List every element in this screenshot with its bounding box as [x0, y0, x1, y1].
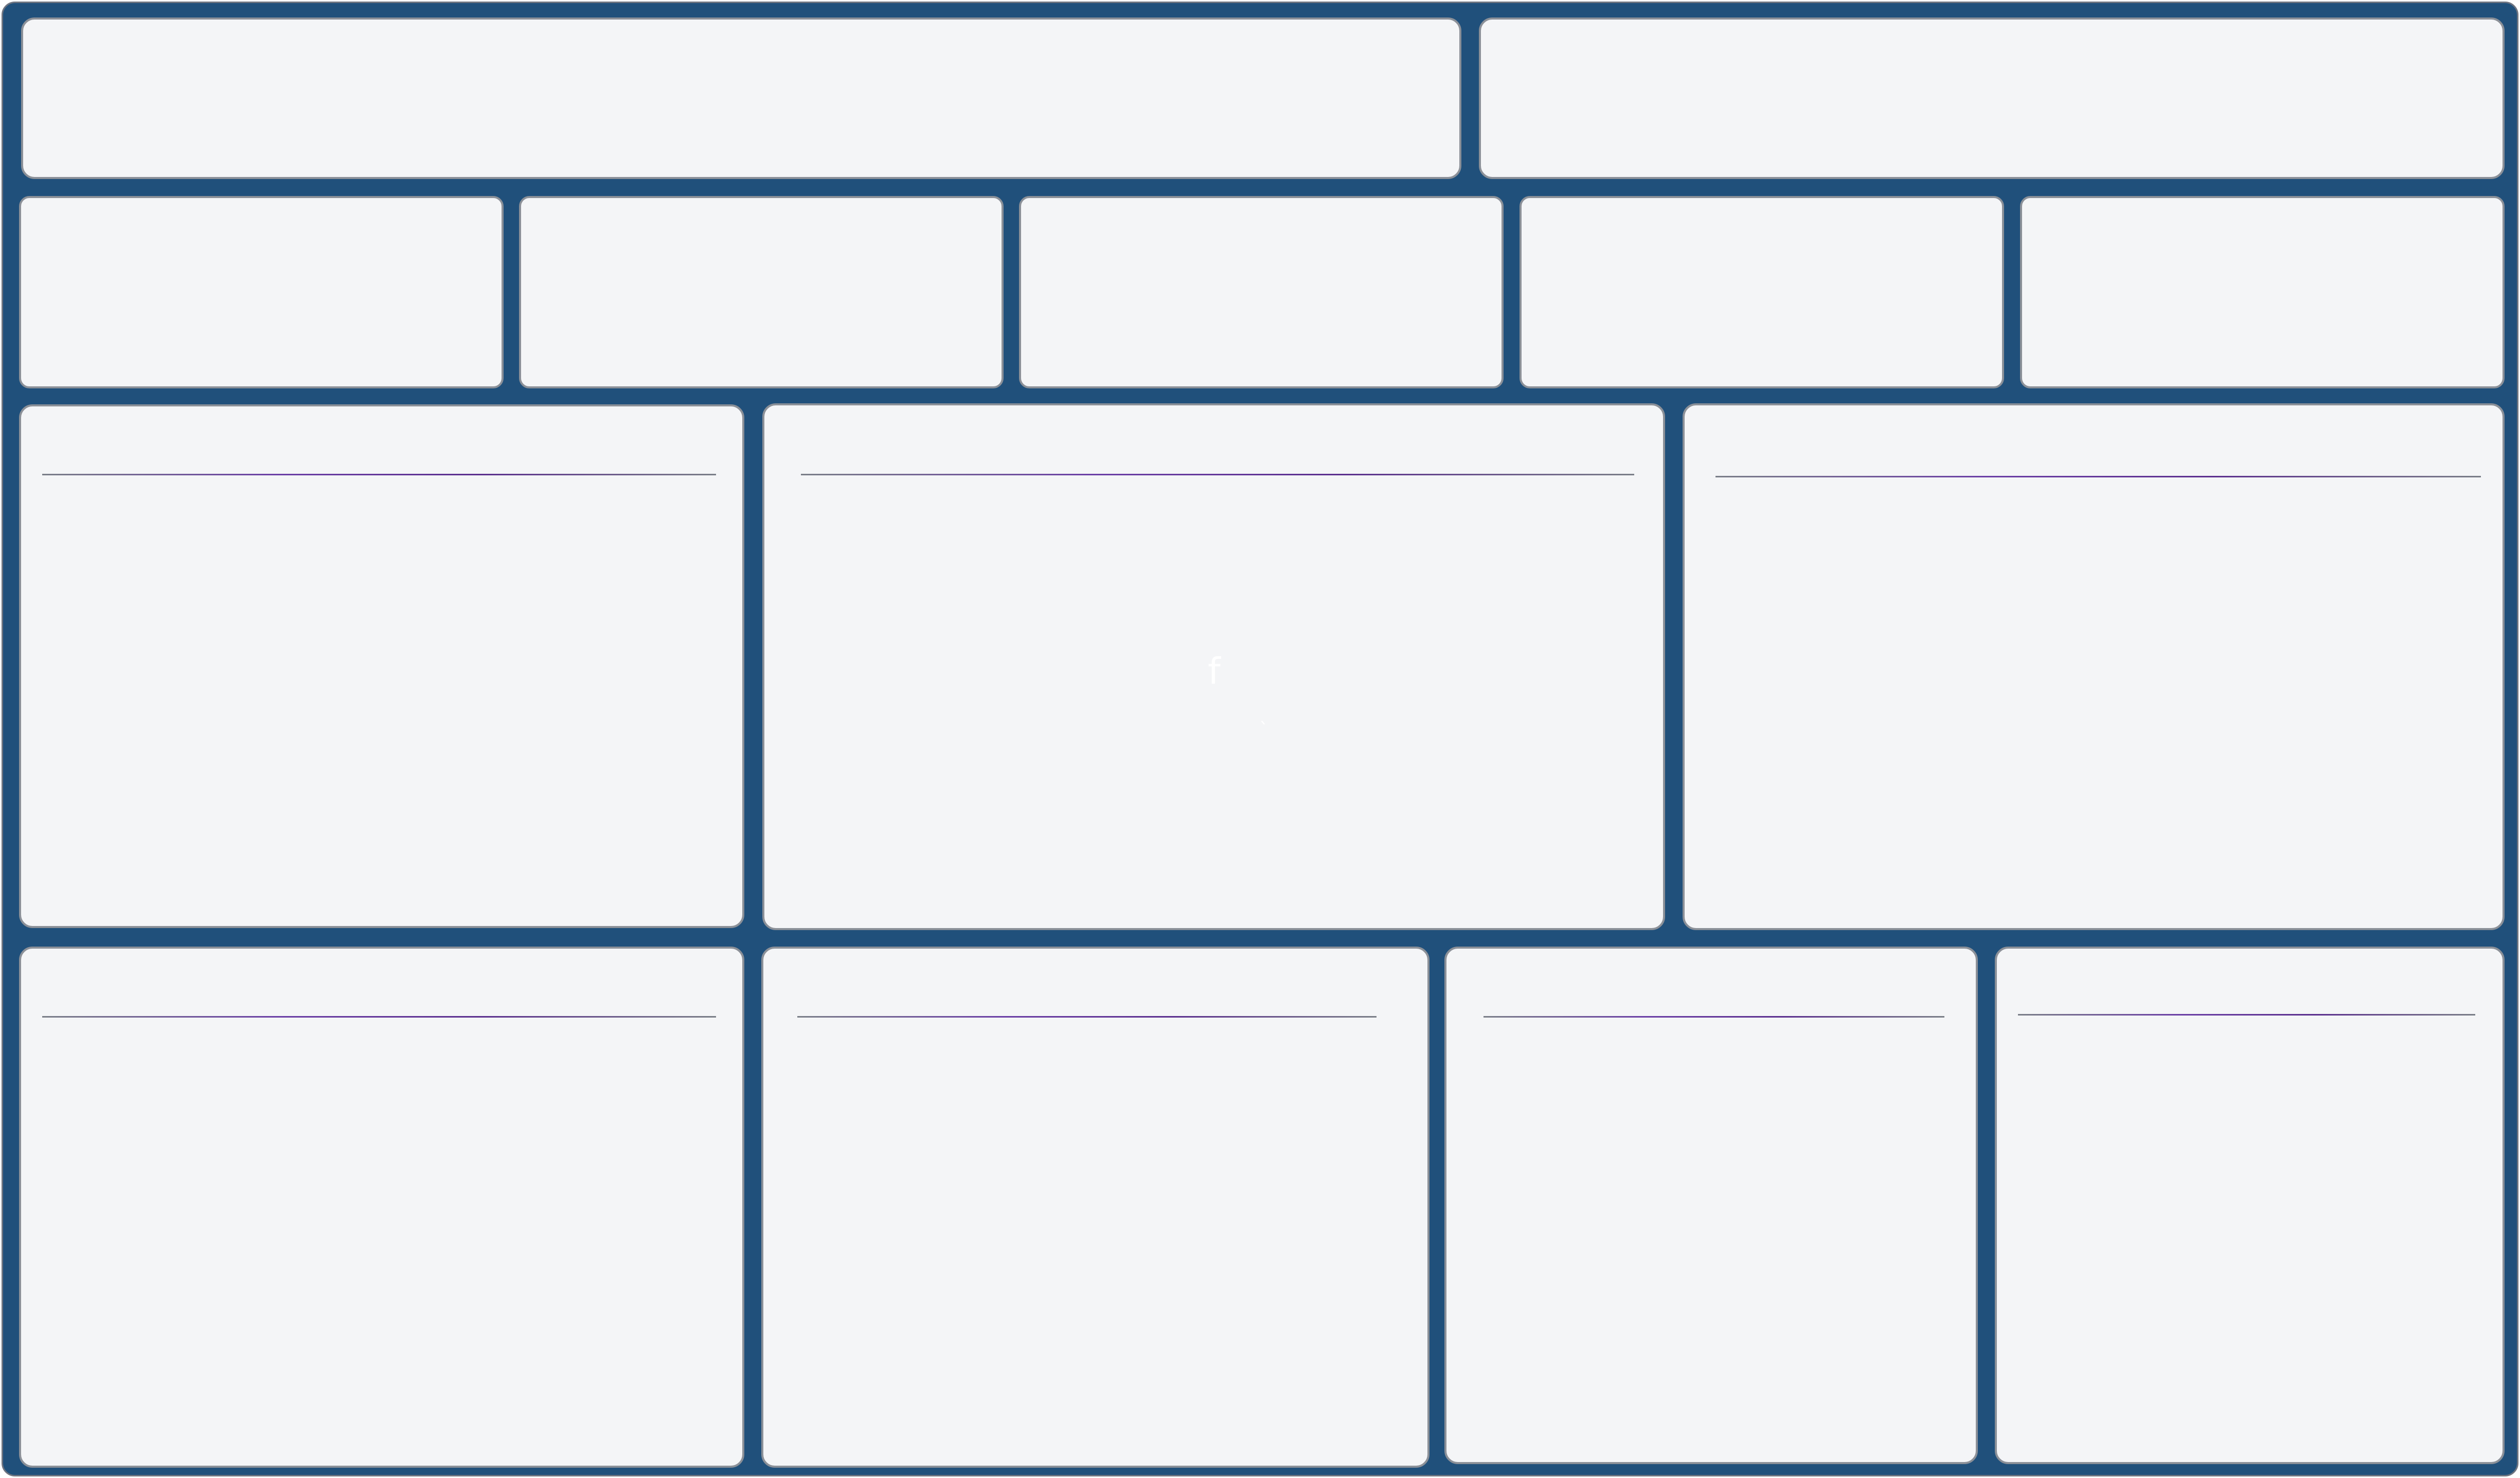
kpi-card-2	[519, 196, 1004, 388]
panel-title-divider	[1484, 1016, 1944, 1018]
chart-panel-row1-right	[1683, 403, 2505, 930]
panel-title-divider	[801, 474, 1634, 475]
chart-panel-row1-center: f `	[762, 403, 1665, 930]
header-panel-right	[1479, 17, 2505, 179]
chart-panel-row2-2	[761, 947, 1429, 1468]
panel-title-divider	[1715, 476, 2481, 477]
kpi-card-3	[1019, 196, 1504, 388]
chart-panel-row1-left	[19, 404, 744, 928]
panel-title-divider	[42, 1016, 716, 1018]
panel-title-divider	[797, 1016, 1377, 1018]
kpi-card-1	[19, 196, 504, 388]
chart-panel-row2-1	[19, 947, 744, 1468]
kpi-card-5	[2020, 196, 2505, 388]
chart-panel-row2-4	[1995, 947, 2505, 1464]
header-panel-left	[21, 17, 1461, 179]
chart-glyph-b: `	[1259, 719, 1268, 740]
panel-title-divider	[2018, 1014, 2475, 1016]
chart-panel-row2-3	[1444, 947, 1978, 1464]
kpi-card-4	[1520, 196, 2004, 388]
chart-glyph-a: f	[1208, 650, 1221, 692]
panel-title-divider	[42, 474, 716, 475]
